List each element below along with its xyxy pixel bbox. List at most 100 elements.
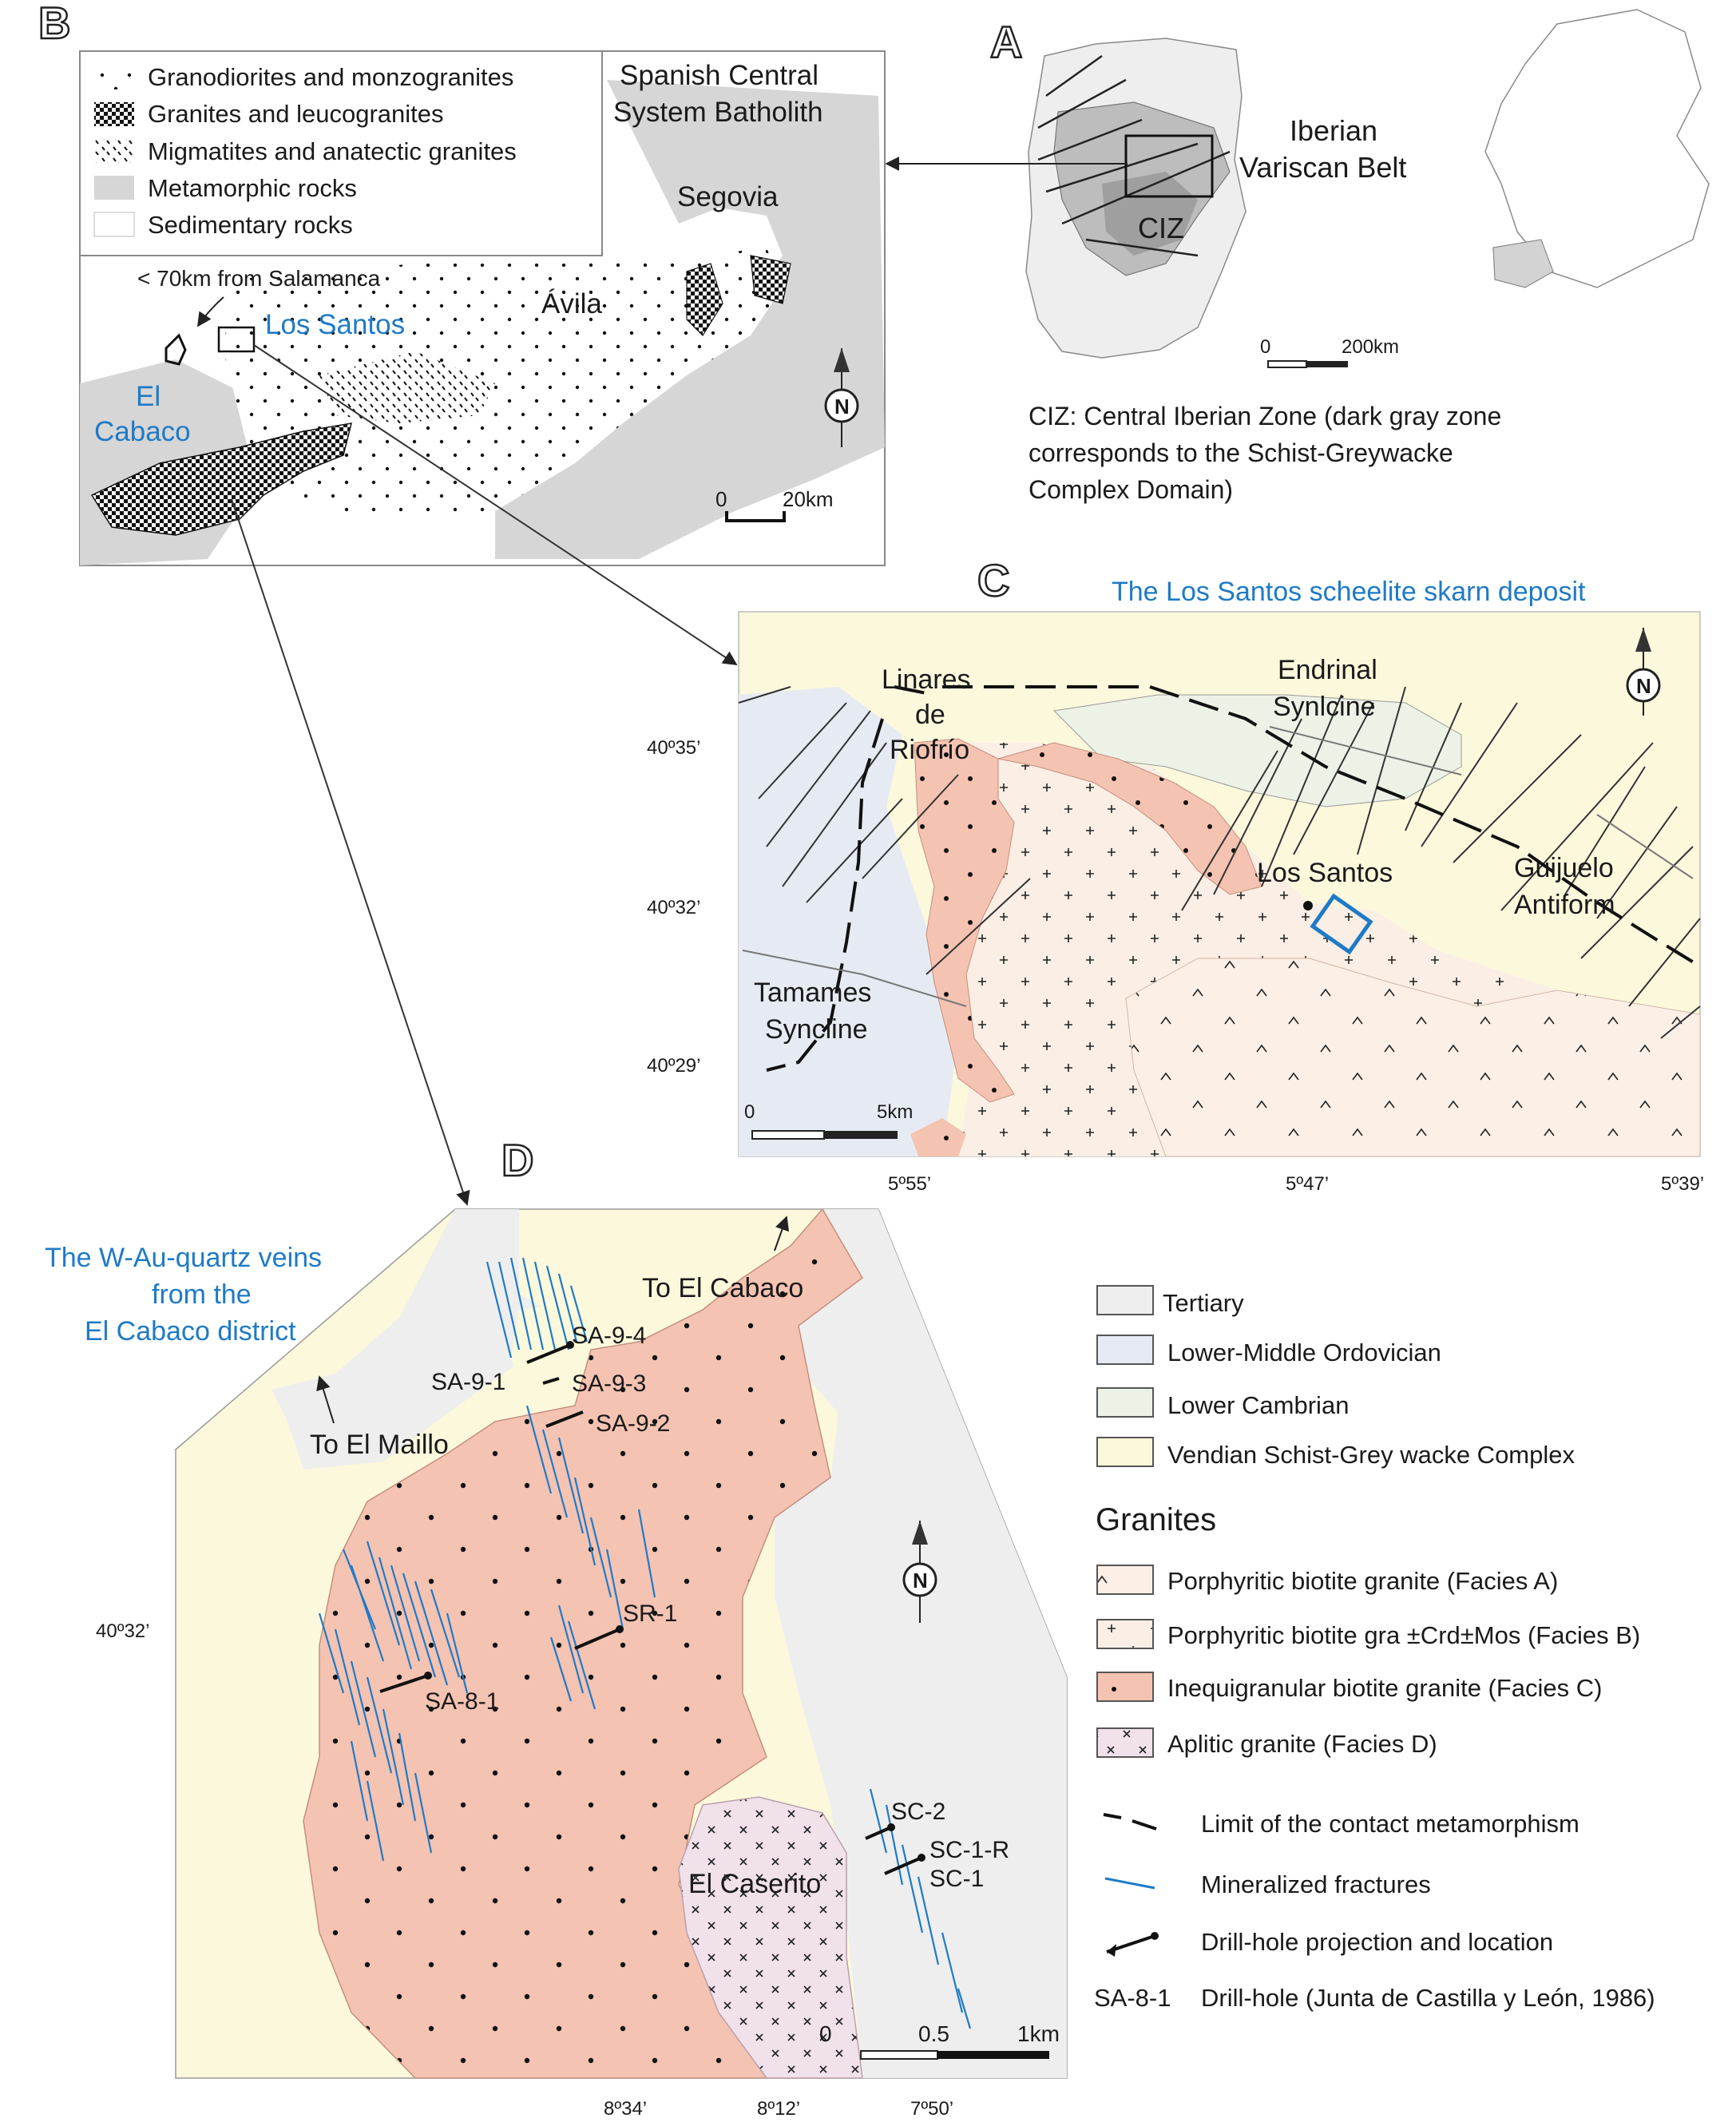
drillhole-sc-2 xyxy=(865,1826,892,1840)
place-linares-1: Linares xyxy=(882,664,971,695)
ordovician-zone xyxy=(739,687,958,1156)
label-sa-9-1: SA-9-1 xyxy=(431,1369,505,1395)
north-arrow-d: N xyxy=(902,1521,937,1623)
label-sa-9-3: SA-9-3 xyxy=(572,1370,646,1397)
drillhole-sr-1 xyxy=(574,1628,620,1650)
legend-d-fractures: Mineralized fractures xyxy=(1104,1870,1431,1898)
lon-c-1: 5º55’ xyxy=(888,1173,931,1195)
place-segovia: Segovia xyxy=(677,181,779,212)
label-sa-8-1: SA-8-1 xyxy=(425,1688,499,1715)
place-avila: Ávila xyxy=(541,288,602,319)
plus-swatch-icon xyxy=(1096,1619,1154,1649)
north-arrow-b: N xyxy=(824,348,859,447)
dashed-line-icon xyxy=(1103,1813,1157,1831)
legend-b-item-sedimentary: Sedimentary rocks xyxy=(93,211,353,239)
distance-note: < 70km from Salamanca xyxy=(137,266,381,291)
label-sa-9-2: SA-9-2 xyxy=(596,1410,670,1437)
drillhole-sa-9-2 xyxy=(545,1410,584,1428)
svg-text:Porphyritic biotite granite (F: Porphyritic biotite granite (Facies A) xyxy=(1167,1567,1558,1595)
label-sr-1: SR-1 xyxy=(623,1600,677,1627)
legend-b-item-granodiorites: Granodiorites and monzogranites xyxy=(94,63,513,91)
arrow-b-to-d xyxy=(231,498,470,1206)
svg-text:Migmatites and anatectic grani: Migmatites and anatectic granites xyxy=(148,137,517,165)
place-los-santos-c: Los Santos xyxy=(1257,858,1393,888)
scale-b-end: 20km xyxy=(783,487,834,511)
granites-leucogranites-area xyxy=(90,422,353,536)
panel-d: D SA-9-4 SA-9-1 SA-9-3 SA- xyxy=(45,1134,1068,2120)
legend-d-drillhole: Drill-hole projection and location xyxy=(1106,1928,1553,1957)
place-el-caserito: El Caserito xyxy=(688,1869,821,1899)
panel-b-legend-box xyxy=(79,50,603,256)
drillhole-sa-8-1 xyxy=(379,1674,429,1693)
legend-b-item-granites: Granites and leucogranites xyxy=(94,100,444,128)
place-endrinal-2: Synlcine xyxy=(1273,692,1376,722)
panel-d-title-line2: from the xyxy=(152,1279,252,1310)
scale-bar-c xyxy=(751,1130,898,1140)
scale-c-end: 5km xyxy=(877,1101,913,1123)
drillhole-sc-1 xyxy=(884,1856,922,1875)
place-endrinal-1: Endrinal xyxy=(1278,655,1377,685)
cross-swatch-icon xyxy=(1096,1727,1154,1758)
faults-panel-c xyxy=(738,686,1701,1039)
to-el-maillo-arrow xyxy=(316,1375,335,1424)
legend-d-cambrian: Lower Cambrian xyxy=(1096,1387,1349,1419)
label-sc-2: SC-2 xyxy=(891,1799,945,1825)
drillhole-traces xyxy=(379,1343,922,1875)
ciz-label: CIZ xyxy=(1138,212,1184,244)
checker-pattern-icon xyxy=(94,102,134,126)
legend-d-drillhole-key: SA-8-1 Drill-hole (Junta de Castilla y L… xyxy=(1094,1984,1655,2012)
to-el-cabaco-label: To El Cabaco xyxy=(642,1273,803,1303)
legend-d-facies-a: Porphyritic biotite granite (Facies A) xyxy=(1096,1565,1558,1595)
to-el-cabaco-arrow xyxy=(774,1216,790,1251)
legend-d-contact-limit: Limit of the contact metamorphism xyxy=(1103,1810,1579,1838)
drillhole-key-label: SA-8-1 xyxy=(1094,1984,1171,2012)
scale-a-end: 200km xyxy=(1342,336,1399,358)
facies-c-north-band xyxy=(997,742,1262,895)
cambrian-swatch-icon xyxy=(1096,1387,1154,1418)
belt-label-line2: Variscan Belt xyxy=(1239,151,1406,184)
svg-text:Sedimentary rocks: Sedimentary rocks xyxy=(148,211,353,239)
caret-swatch-icon xyxy=(1096,1565,1154,1595)
white-fill-icon xyxy=(93,212,135,237)
granites-leucogranites-segovia xyxy=(750,255,791,304)
place-guijuelo-1: Guijuelo xyxy=(1514,853,1614,883)
drillhole-sa-9-3 xyxy=(542,1377,560,1385)
svg-text:Inequigranular biotite granite: Inequigranular biotite granite (Facies C… xyxy=(1167,1674,1603,1702)
lon-c-3: 5º39’ xyxy=(1661,1173,1704,1195)
legend-d-facies-c: Inequigranular biotite granite (Facies C… xyxy=(1096,1672,1603,1702)
label-sa-9-4: SA-9-4 xyxy=(572,1323,646,1349)
europe-outline xyxy=(1484,9,1710,288)
mineralized-fractures-d xyxy=(318,1257,972,2029)
svg-text:Limit of the contact metamorph: Limit of the contact metamorphism xyxy=(1201,1810,1579,1838)
los-santos-deposit-box xyxy=(1310,893,1373,955)
drillhole-sa-9-4 xyxy=(526,1343,571,1364)
batholith-title-line2: System Batholith xyxy=(613,97,823,128)
svg-text:N: N xyxy=(913,1569,928,1593)
place-linares-2: de xyxy=(915,700,945,730)
migmatites-area xyxy=(319,351,495,423)
panel-c-title: The Los Santos scheelite skarn deposit xyxy=(1112,577,1586,607)
drillhole-source-label: Drill-hole (Junta de Castilla y León, 19… xyxy=(1201,1984,1655,2012)
europe-inset xyxy=(1484,9,1710,288)
panel-a-letter: A xyxy=(990,17,1022,67)
lon-d-3: 7º50’ xyxy=(910,2098,953,2120)
facies-c-south-patch xyxy=(910,1118,966,1156)
distance-arrow xyxy=(197,296,224,327)
legend-d-vendian: Vendian Schist-Grey wacke Complex xyxy=(1096,1437,1575,1469)
facies-a-zone xyxy=(1125,958,1701,1157)
hatch-pattern-icon xyxy=(94,139,134,163)
legend-d-facies-b: Porphyritic biotite gra ±Crd±Mos (Facies… xyxy=(1096,1619,1640,1649)
legend-b-item-migmatites: Migmatites and anatectic granites xyxy=(94,137,517,165)
ordovician-swatch-icon xyxy=(1096,1335,1154,1365)
legend-d-ordovician: Lower-Middle Ordovician xyxy=(1096,1335,1441,1366)
scale-d-zero: 0 xyxy=(819,2021,832,2046)
scale-b-zero: 0 xyxy=(715,487,727,511)
svg-text:Metamorphic rocks: Metamorphic rocks xyxy=(148,174,357,202)
scale-bar-a xyxy=(1267,360,1348,368)
place-tamames-1: Tamames xyxy=(754,978,871,1008)
north-arrow-c: N xyxy=(1626,628,1661,716)
place-tamames-2: Syncline xyxy=(765,1014,868,1045)
lat-d-1: 40º32’ xyxy=(96,1620,150,1642)
tertiary-west xyxy=(271,1209,575,1470)
